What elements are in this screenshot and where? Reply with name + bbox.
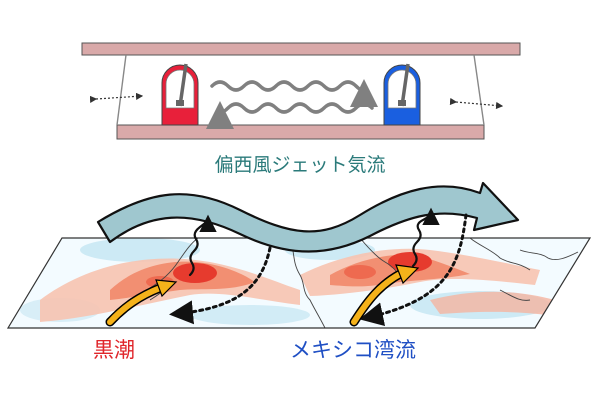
jet-stream-label: 偏西風ジェット気流 — [214, 154, 386, 176]
top-plate — [81, 42, 521, 56]
bottom-plate — [116, 124, 485, 140]
wavy-arrow-icon — [206, 79, 378, 130]
thermometer-warm-icon — [161, 63, 199, 126]
right-wall — [473, 54, 485, 126]
gulf-stream-label: メキシコ湾流 — [290, 338, 416, 362]
left-wall — [116, 54, 127, 126]
dotted-circulation-arrows — [169, 213, 468, 327]
warm-current-arrows — [105, 264, 420, 327]
heat-engine-schematic — [81, 42, 521, 140]
jet-stream-arrow — [96, 181, 520, 253]
thermometer-cold-icon — [383, 63, 421, 126]
squiggle-arrows — [188, 207, 440, 277]
kuroshio-label: 黒潮 — [93, 338, 135, 362]
